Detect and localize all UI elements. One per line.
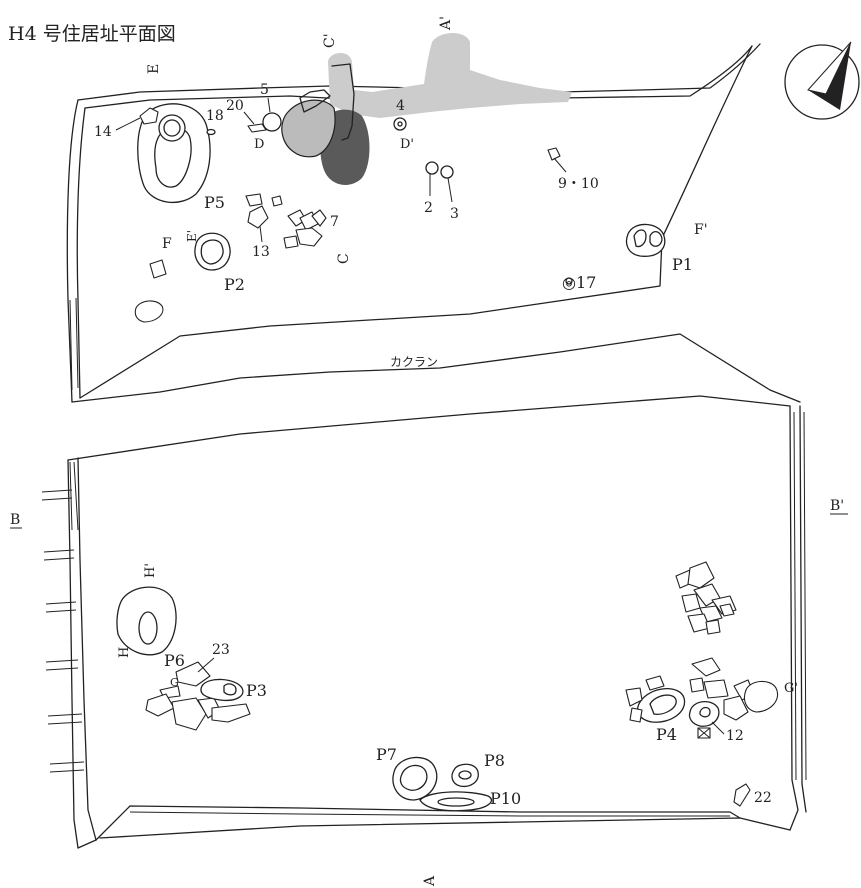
pit-p5-group [137,103,211,204]
artifact-label-9-10: 9・10 [558,176,599,192]
artifact-label-12: 12 [726,728,744,744]
pit-label-p6: P6 [164,651,185,670]
section-label-a-prime: A' [438,16,454,31]
artifact-label-3: 3 [450,206,459,222]
section-label-c-prime: C' [322,33,338,48]
section-label-e: E [146,64,162,74]
section-label-e-prime: E' [185,230,199,242]
pit-label-p1: P1 [672,255,693,274]
pit-label-p8: P8 [484,751,505,770]
section-label-h: H [117,647,132,658]
section-label-b: B [10,512,20,528]
pit-p3-group [145,661,251,731]
artifact-label-14: 14 [94,124,112,140]
pit-p6-group [116,586,177,656]
section-label-f: F [162,236,172,252]
artifact-label-5: 5 [260,82,269,98]
pit-p7-p8-p10-group [392,756,493,812]
artifact-label-13: 13 [252,244,270,260]
artifact-markers-north [134,112,573,323]
pit-label-p3: P3 [246,681,267,700]
plan-title: H4 号住居址平面図 [8,23,176,45]
stone-cluster-east [675,561,737,635]
pit-label-p2: P2 [224,275,245,294]
artifact-label-22: 22 [754,790,772,806]
pit-label-p10: P10 [490,789,521,808]
section-label-b-prime: B' [830,498,844,514]
section-label-a: A [422,875,438,887]
section-label-g: G [170,676,179,689]
artifact-label-7: 7 [330,214,339,230]
pit-p1-group [625,223,666,257]
section-label-d-prime: D' [400,137,414,152]
artifact-label-17: ◎17 [562,273,596,292]
pit-p2-group [194,232,231,271]
artifact-22 [733,783,751,807]
artifact-label-20: 20 [226,98,244,114]
artifact-label-4: 4 [396,98,405,114]
labels-south: B B' H' H G G' A P6 P3 P4 P7 P8 P10 23 1… [10,498,848,887]
dwelling-outline-south [41,395,807,849]
artifact-label-23: 23 [212,642,230,658]
section-label-g-prime: G' [784,681,798,696]
section-label-h-prime: H' [143,563,158,578]
labels-north: A' C' E D D' F F' C E' P5 P2 P1 14 18 20… [94,16,708,369]
north-arrow-icon [784,41,860,120]
section-label-c: C [336,253,352,264]
artifact-label-2: 2 [424,200,433,216]
disturbance-label: カクラン [390,355,438,369]
pit-p4-group [625,657,778,739]
pit-label-p4: P4 [656,725,677,744]
pit-label-p7: P7 [376,745,397,764]
section-label-d: D [254,137,264,152]
pit-label-p5: P5 [204,193,225,212]
hearth-burnt-soil [281,33,572,185]
section-label-f-prime: F' [694,222,708,238]
artifact-label-18: 18 [206,108,224,124]
